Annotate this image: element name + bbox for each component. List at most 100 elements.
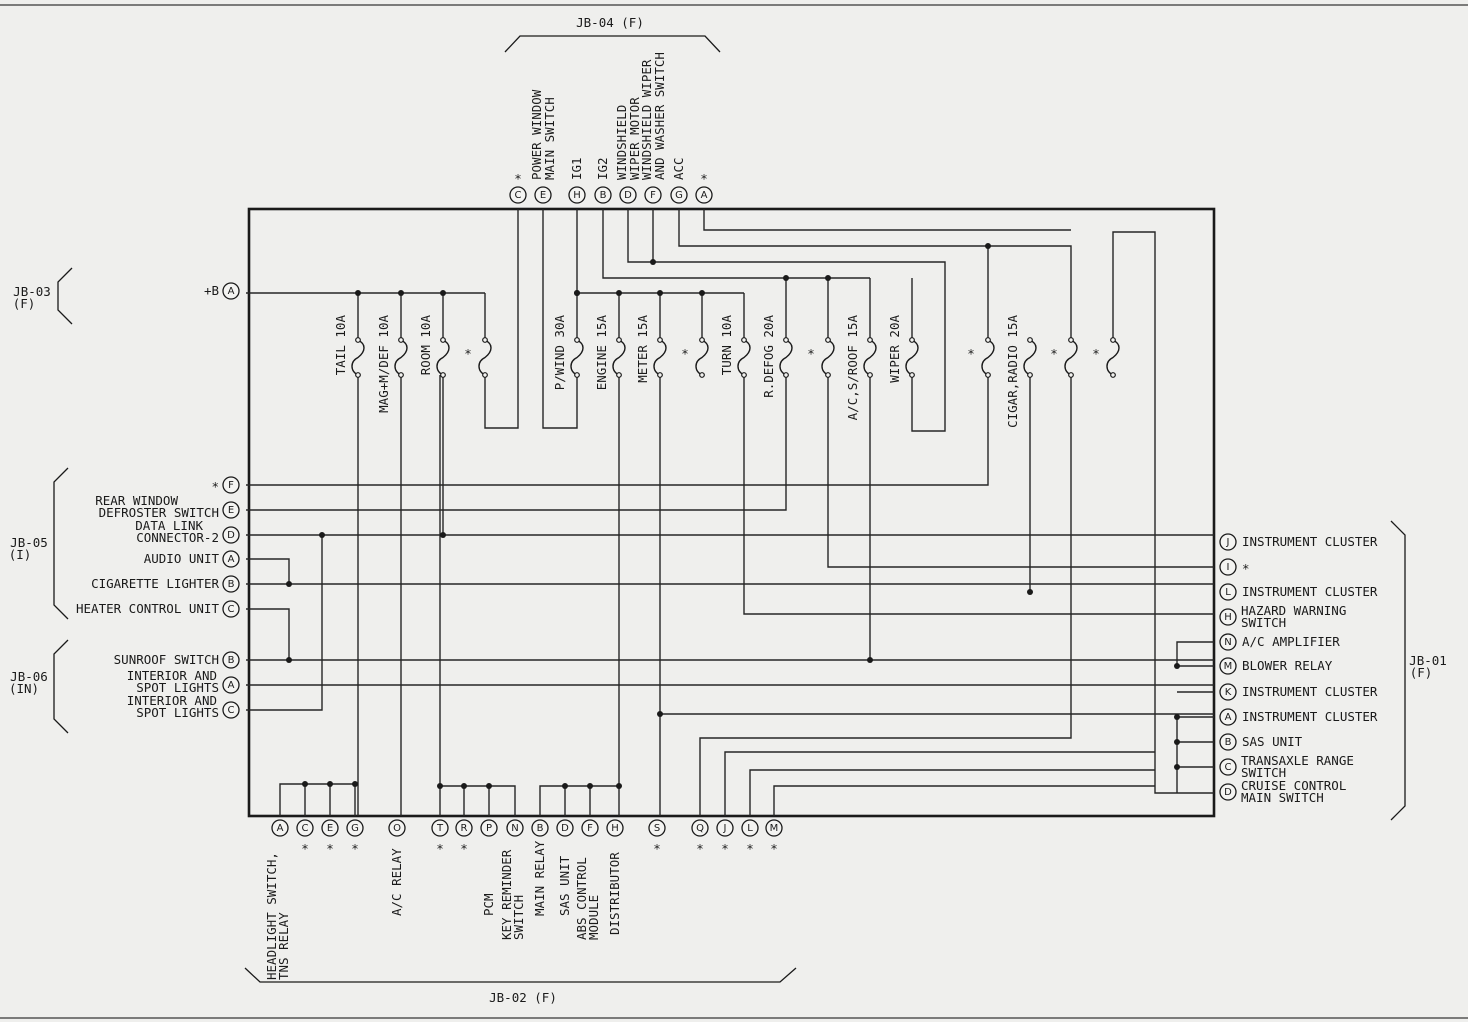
top-connector-F: F — [644, 186, 662, 204]
right-connector-L: L — [1219, 583, 1237, 601]
right-connector-label: TRANSAXLE RANGE — [1241, 753, 1354, 768]
wire — [699, 375, 1072, 816]
connector-letter: J — [723, 823, 727, 834]
connector-letter: C — [515, 190, 522, 201]
left-connector-D: D — [222, 526, 240, 544]
bottom-connector-label: * — [326, 841, 334, 856]
wire — [484, 209, 519, 429]
bottom-connector-L: L — [741, 819, 759, 837]
connector-letter: B — [537, 823, 544, 834]
wire — [440, 785, 516, 816]
left-connector-B: B — [222, 575, 240, 593]
fuse-terminal — [699, 372, 705, 378]
fuse-element — [737, 339, 751, 376]
wire — [749, 769, 1155, 816]
connector-letter: D — [1224, 787, 1232, 798]
wire — [279, 783, 358, 816]
right-connector-J: J — [1219, 533, 1237, 551]
connector-letter: A — [228, 680, 235, 691]
splice-dot — [657, 711, 663, 717]
top-connector-label-2: AND WASHER SWITCH — [652, 52, 667, 180]
connector-letter: A — [228, 286, 235, 297]
connector-letter: I — [1227, 562, 1230, 573]
fuse-terminal — [825, 337, 831, 343]
connector-letter: M — [770, 823, 779, 834]
right-connector-label-2: SWITCH — [1241, 615, 1286, 630]
bottom-connector-P: P — [480, 819, 498, 837]
left-connector-A: A — [222, 282, 240, 300]
junction-block-brackets — [53, 35, 1406, 983]
left-connector-C: C — [222, 600, 240, 618]
connector-letter: P — [486, 823, 492, 834]
splice-dot — [286, 581, 292, 587]
connector-letter: A — [701, 190, 708, 201]
bracket — [57, 267, 73, 325]
fuse-label: * — [967, 346, 975, 361]
wire — [246, 375, 787, 511]
fuse-label: WIPER 20A — [887, 315, 902, 383]
connector-letter: B — [228, 579, 235, 590]
fuse-terminal — [699, 337, 705, 343]
jb03-subtitle: (F) — [13, 296, 36, 311]
connector-letter: D — [227, 530, 235, 541]
right-connector-label: INSTRUMENT CLUSTER — [1242, 584, 1378, 599]
bottom-connector-label-2: SWITCH — [511, 895, 526, 940]
bottom-connector-label-2: MODULE — [586, 895, 601, 940]
connector-letter: E — [228, 505, 234, 516]
fuse-terminal — [1110, 337, 1116, 343]
fuse-terminal — [867, 337, 873, 343]
jb06-title: JB-06 — [10, 669, 48, 684]
connector-letter: T — [436, 823, 444, 834]
splice-dot — [587, 783, 593, 789]
splice-dot — [657, 290, 663, 296]
left-connector-label: CIGARETTE LIGHTER — [91, 576, 219, 591]
wire — [678, 209, 989, 340]
right-connector-C: C — [1219, 758, 1237, 776]
splice-dot — [1174, 714, 1180, 720]
jb05-title: JB-05 — [10, 535, 48, 550]
fuse-label: * — [681, 346, 689, 361]
fuse-label: A/C,S/ROOF 15A — [845, 315, 860, 421]
right-connector-N: N — [1219, 633, 1237, 651]
splice-points — [286, 243, 1180, 789]
connector-letter: A — [1225, 712, 1232, 723]
bottom-connector-label: * — [653, 841, 661, 856]
connector-letter: L — [1225, 587, 1231, 598]
left-connector-label: +B — [204, 283, 219, 298]
connector-letter: L — [747, 823, 753, 834]
fuse-label: ROOM 10A — [418, 315, 433, 376]
top-connector-label: IG2 — [595, 157, 610, 180]
splice-dot — [825, 275, 831, 281]
connector-letter: F — [650, 190, 656, 201]
bracket — [53, 467, 69, 620]
bottom-connector-C: C — [296, 819, 314, 837]
left-connector-F: F — [222, 476, 240, 494]
fuse-element — [394, 339, 408, 376]
right-connector-label: A/C AMPLIFIER — [1242, 634, 1340, 649]
wire — [246, 535, 323, 711]
top-connector-label: * — [514, 171, 522, 186]
left-connector-label: REAR WINDOW — [95, 493, 178, 508]
fuse-terminal — [440, 372, 446, 378]
connector-letter: B — [600, 190, 607, 201]
fuse-terminal — [825, 372, 831, 378]
right-connector-K: K — [1219, 683, 1237, 701]
wire — [659, 375, 1214, 715]
connector-letter: C — [228, 705, 235, 716]
fuse-terminal — [1068, 337, 1074, 343]
wire — [724, 751, 1155, 816]
right-connector-label: HAZARD WARNING — [1241, 603, 1346, 618]
left-connector-label: DATA LINK — [135, 518, 203, 533]
connector-letter: G — [675, 190, 683, 201]
splice-dot — [302, 781, 308, 787]
connector-letter: E — [327, 823, 333, 834]
bottom-connector-O: O — [388, 819, 406, 837]
fuse-element — [653, 339, 667, 376]
connector-letter: S — [654, 823, 660, 834]
wire — [773, 785, 1155, 816]
left-connector-C: C — [222, 701, 240, 719]
splice-dot — [985, 243, 991, 249]
splice-dot — [699, 290, 705, 296]
fuse-terminal — [574, 372, 580, 378]
